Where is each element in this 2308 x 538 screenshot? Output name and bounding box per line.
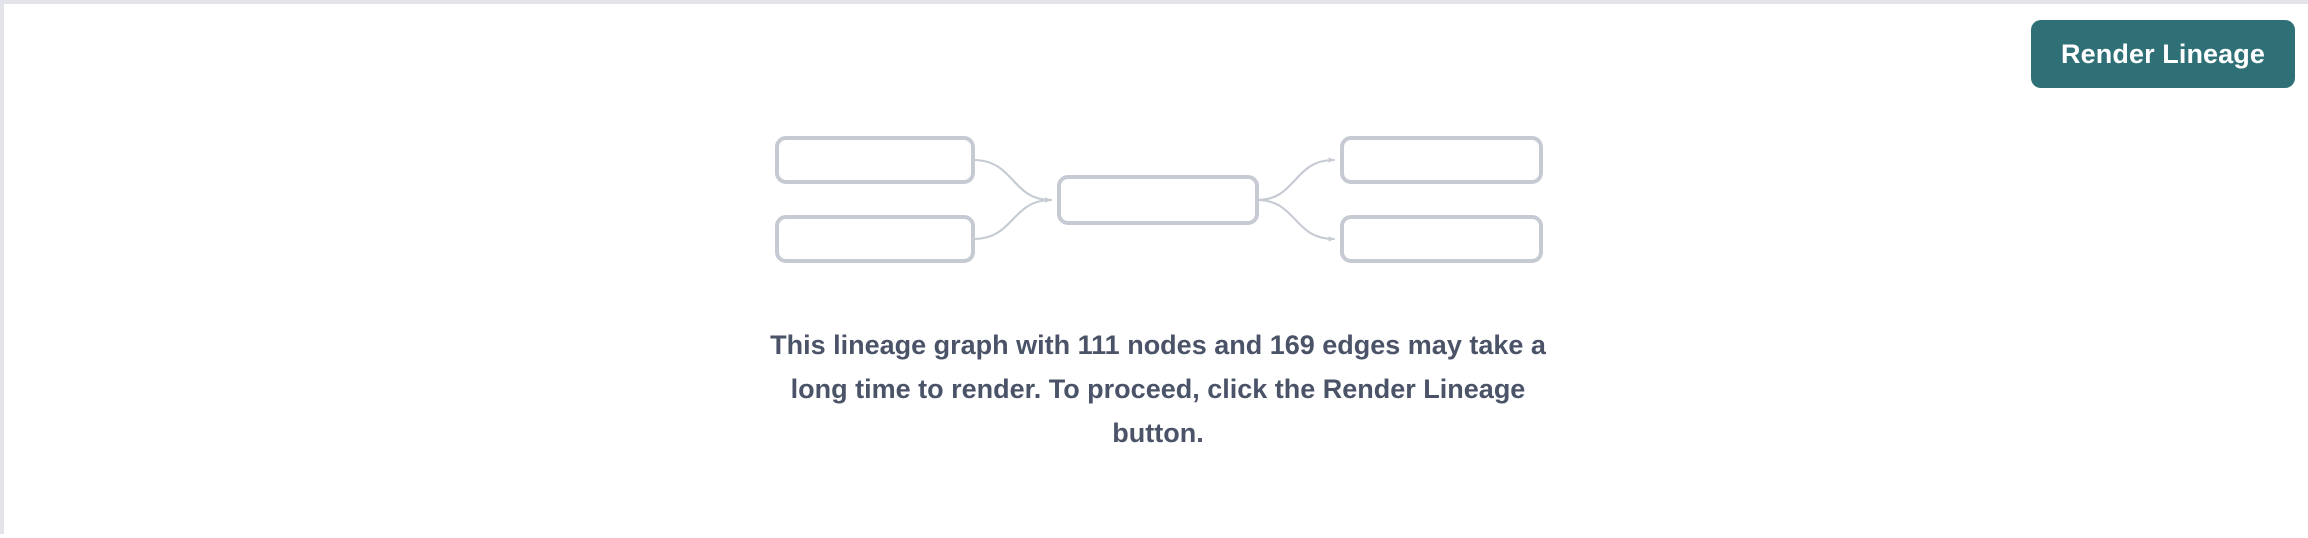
lineage-node-center [1057,175,1259,225]
edge-left-bottom-to-center [971,197,1053,241]
lineage-empty-state: This lineage graph with 111 nodes and 16… [4,4,2308,538]
lineage-node-left-top [775,136,975,184]
lineage-warning-message: This lineage graph with 111 nodes and 16… [770,330,1546,448]
edge-center-to-right-bottom [1255,198,1336,242]
edge-center-to-right-top [1255,157,1336,202]
lineage-node-right-bottom [1340,215,1543,263]
lineage-graph-placeholder-illustration [775,136,1543,263]
render-lineage-button[interactable]: Render Lineage [2031,20,2295,88]
lineage-node-right-top [1340,136,1543,184]
lineage-nodes [775,136,1543,263]
lineage-node-left-bottom [775,215,975,263]
lineage-toolbar: Render Lineage [2031,20,2295,88]
edge-left-top-to-center [971,158,1053,203]
lineage-edges [971,157,1336,242]
